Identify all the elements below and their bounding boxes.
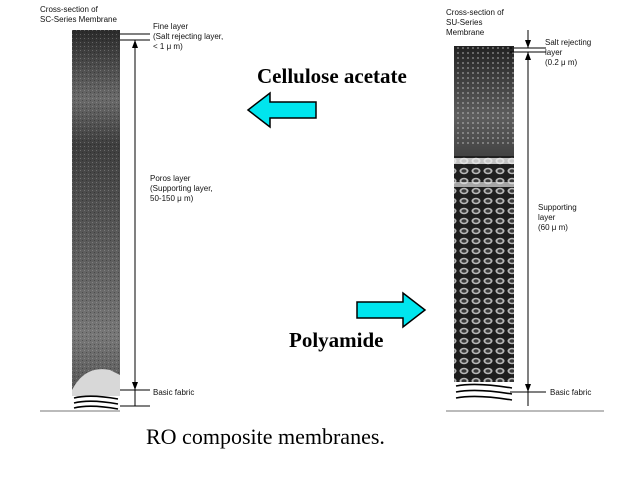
cellulose-acetate-label: Cellulose acetate [257, 64, 407, 88]
polyamide-label: Polyamide [289, 328, 384, 352]
su-membrane-micrograph [446, 46, 604, 412]
porous-layer-label: Poros layer (Supporting layer, 50-150 μ … [150, 174, 213, 203]
fine-layer-label: Fine layer (Salt rejecting layer, < 1 μ … [153, 22, 224, 51]
right-arrow-icon [356, 291, 427, 329]
left-arrow-icon [246, 91, 317, 129]
left-basic-fabric-label: Basic fabric [153, 388, 195, 397]
left-panel-title: Cross-section of SC-Series Membrane [40, 5, 117, 24]
right-panel-title: Cross-section of SU-Series Membrane [446, 8, 504, 37]
left-dimension-lines [120, 33, 150, 407]
sc-membrane-micrograph [40, 30, 120, 412]
right-dimension-lines [510, 30, 546, 406]
salt-rejecting-layer-label: Salt rejecting layer (0.2 μ m) [545, 38, 592, 67]
supporting-layer-label: Supporting layer (60 μ m) [538, 203, 577, 232]
caption: RO composite membranes. [146, 424, 385, 449]
right-basic-fabric-label: Basic fabric [550, 388, 592, 397]
